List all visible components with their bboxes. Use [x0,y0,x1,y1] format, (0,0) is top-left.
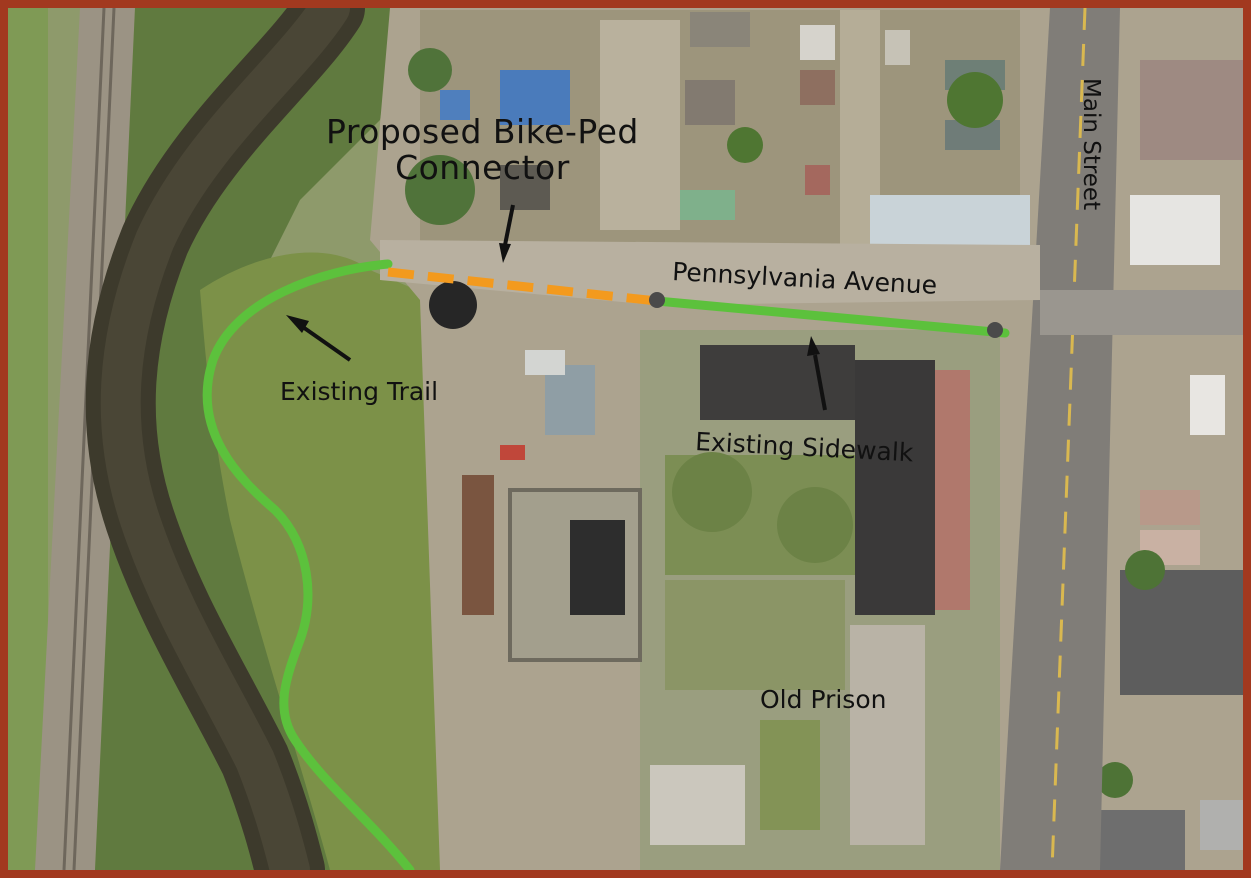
building-white [1130,195,1220,265]
main-street-road [1000,8,1120,870]
connector-label-line2: Connector [395,148,570,187]
river-center [100,8,350,870]
main-street-label: Main Street [1078,78,1104,211]
tree [947,72,1003,128]
water-tower [429,281,477,329]
prison-brick-wing [935,370,970,610]
parking-lot [600,20,680,230]
house [800,70,835,105]
tree [405,155,475,225]
prison-main-building [855,360,935,615]
red-trailer [500,445,525,460]
prison-wing [700,345,855,420]
connector-node [649,292,665,308]
tree [1097,762,1133,798]
building-east [1140,60,1243,160]
riverside-meadow [200,252,470,870]
house [440,90,470,120]
building [1200,800,1243,850]
house [685,80,735,125]
building-dark [1120,570,1243,695]
prison-lawn [665,580,845,690]
house [800,25,835,60]
tree [408,48,452,92]
metal-shed [545,365,595,435]
building-dark [1095,810,1185,870]
sidewalk-end-node [987,322,1003,338]
green-roof-house [680,190,735,220]
trail-arrow [286,315,352,362]
tree [727,127,763,163]
connector-label: Proposed Bike-Ped Connector [326,114,639,186]
cell-block [570,520,625,615]
shed [525,350,565,375]
prison-south-building [850,625,925,845]
existing-trail-line [202,259,415,870]
connector-arrow [499,204,515,263]
rail-track [62,8,106,870]
commercial-building [870,195,1030,250]
tree [1125,550,1165,590]
pennsylvania-avenue-east [1040,290,1243,335]
house [805,165,830,195]
pennsylvania-avenue-road [380,240,1040,305]
house [885,30,910,65]
prison-yard [760,720,820,830]
existing-sidewalk-line [652,296,1010,338]
grass-strip [8,8,48,870]
blue-roof-house [500,70,570,125]
rust-structure [462,475,494,615]
old-prison-label: Old Prison [760,685,887,714]
house [500,165,550,210]
existing-trail-label: Existing Trail [280,377,439,406]
sidewalk-arrow [807,336,827,411]
proposed-connector-line [387,267,658,306]
lawn-circle [672,452,752,532]
connector-label-line1: Proposed Bike-Ped [326,112,639,151]
lawn-circle [777,487,853,563]
building-white [1190,375,1225,435]
house [690,12,750,47]
parking-area [650,765,745,845]
aerial-map [8,8,1243,870]
house [1140,490,1200,525]
